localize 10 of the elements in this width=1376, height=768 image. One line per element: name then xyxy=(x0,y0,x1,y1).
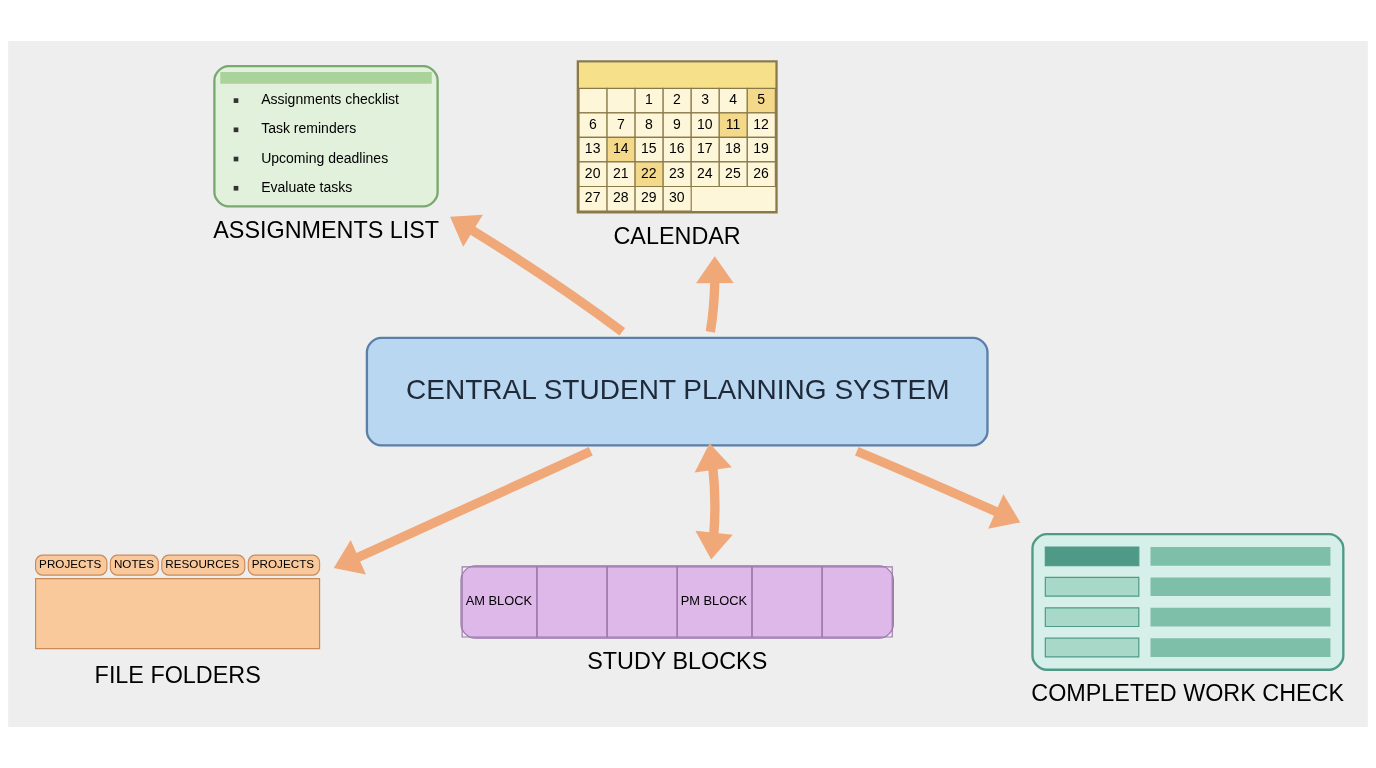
node-label: COMPLETED WORK CHECK xyxy=(1031,680,1345,707)
node-label: CALENDAR xyxy=(613,222,741,249)
arrow xyxy=(333,447,593,575)
node-label: FILE FOLDERS xyxy=(94,661,261,688)
arrow xyxy=(855,446,1021,529)
arrow xyxy=(450,214,626,336)
node-label: STUDY BLOCKS xyxy=(587,647,768,674)
arrow xyxy=(694,443,733,560)
arrow xyxy=(696,256,734,333)
node-label: ASSIGNMENTS LIST xyxy=(213,216,440,243)
